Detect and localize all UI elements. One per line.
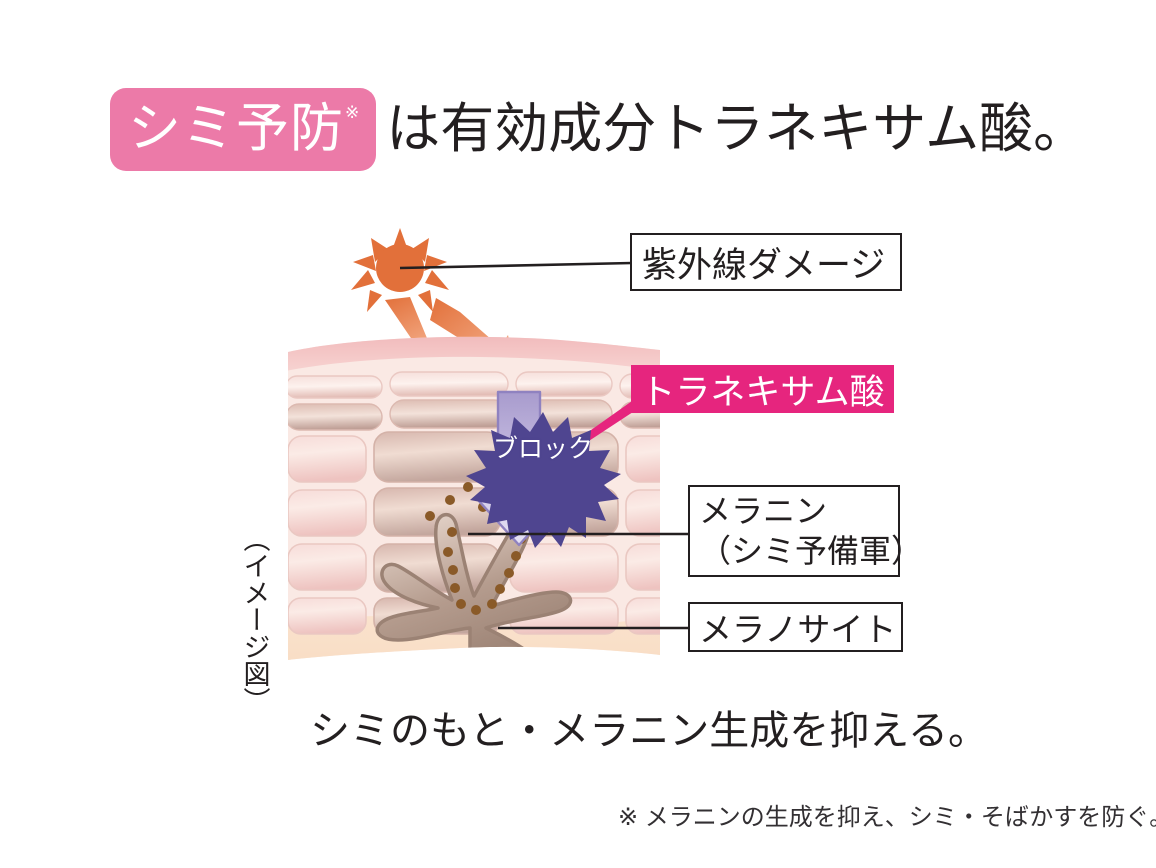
- block-arrow: [476, 390, 562, 547]
- callout-uv-damage: 紫外線ダメージ: [630, 233, 902, 291]
- callout-tranexamic-acid-label: トラネキサム酸: [640, 372, 885, 412]
- headline-badge: シミ予防 ※: [110, 87, 377, 171]
- melanin-granules-diffused: [425, 479, 593, 524]
- callout-melanocyte: メラノサイト: [688, 602, 903, 652]
- skin-layers: [288, 336, 660, 660]
- image-drawing-caption: （イメージ図）: [239, 525, 270, 714]
- sun-icon: [351, 228, 449, 322]
- uv-ray-arrows: [385, 297, 516, 372]
- headline-badge-label: シミ予防: [128, 98, 344, 158]
- main-caption: シミのもと・メラニン生成を抑える。: [310, 709, 988, 753]
- block-burst-label: ブロック: [492, 435, 593, 463]
- headline-rest-text: は有効成分トラネキサム酸。: [386, 99, 1088, 159]
- callout-melanin: メラニン （シミ予備軍）: [688, 485, 924, 577]
- page-title: シミ予防 ※ は有効成分トラネキサム酸。: [110, 87, 1088, 171]
- block-burst: [466, 412, 621, 548]
- callout-melanocyte-label: メラノサイト: [699, 611, 897, 648]
- footnote: ※ メラニンの生成を抑え、シミ・そばかすを防ぐ。: [618, 804, 1156, 831]
- callout-tranexamic-acid: トラネキサム酸: [631, 365, 894, 413]
- callout-melanin-label-line1: メラニン: [699, 492, 828, 529]
- callout-uv-damage-label: 紫外線ダメージ: [642, 245, 886, 285]
- melanocyte-cell: [375, 513, 573, 654]
- headline-badge-asterisk: ※: [345, 102, 361, 122]
- callout-melanin-label-line2: （シミ予備軍）: [699, 533, 924, 569]
